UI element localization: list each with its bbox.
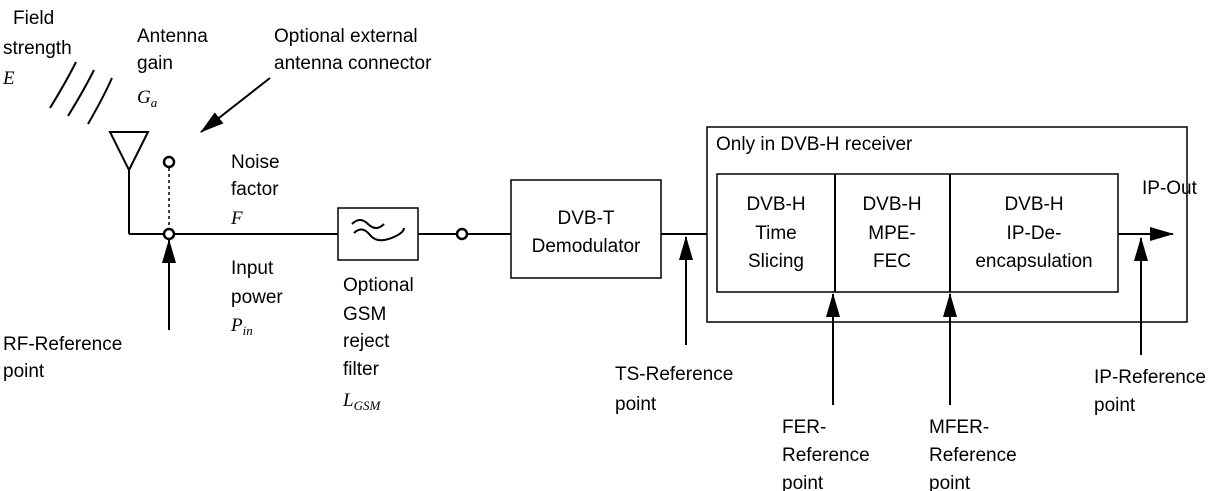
external-connector-label-line1: Optional external (274, 26, 418, 47)
fer-reference-label-line1: FER- (782, 417, 826, 438)
fer-reference-label-line2: Reference (782, 445, 870, 466)
ip-decapsulation-block: DVB-H IP-De- encapsulation (975, 194, 1092, 272)
decapsulation-label-line3: encapsulation (975, 251, 1092, 272)
demodulator-label-line2: Demodulator (532, 236, 641, 257)
gsm-filter-label-line3: reject (343, 331, 390, 352)
time-slicing-label-line2: Time (755, 223, 797, 244)
time-slicing-label-line3: Slicing (748, 251, 804, 272)
demodulator-label-line1: DVB-T (558, 208, 615, 229)
time-slicing-label-line1: DVB-H (746, 194, 805, 215)
ip-out-label: IP-Out (1142, 178, 1198, 199)
mpe-fec-label-line1: DVB-H (862, 194, 921, 215)
external-connector-icon (162, 155, 176, 228)
mpe-fec-label-line3: FEC (873, 251, 911, 272)
gsm-filter-block (337, 207, 419, 261)
decapsulation-label-line2: IP-De- (1007, 223, 1062, 244)
time-slicing-block: DVB-H Time Slicing (746, 194, 805, 272)
ts-reference-label-line1: TS-Reference (615, 364, 733, 385)
field-strength-label-line2: strength (3, 38, 72, 59)
fer-reference-label-line3: point (782, 473, 824, 491)
external-connector-label-line2: antenna connector (274, 53, 432, 74)
antenna-gain-symbol: Ga (137, 87, 158, 110)
mfer-reference-label-line2: Reference (929, 445, 1017, 466)
rf-reference-label-line2: point (3, 361, 45, 382)
ip-reference-label-line1: IP-Reference (1094, 367, 1206, 388)
filter-output-node-icon (455, 227, 469, 241)
mfer-reference-label-line1: MFER- (929, 417, 989, 438)
decapsulation-label-line1: DVB-H (1004, 194, 1063, 215)
antenna-gain-label-line1: Antenna (137, 26, 208, 47)
dvbh-receiver-title: Only in DVB-H receiver (716, 134, 913, 155)
input-power-label-line1: Input (231, 258, 274, 279)
gsm-filter-symbol: LGSM (342, 390, 381, 413)
radio-waves-icon (49, 61, 113, 125)
input-power-label-line2: power (231, 287, 283, 308)
input-power-symbol: Pin (230, 315, 253, 338)
field-strength-symbol: E (2, 68, 15, 89)
rf-reference-label-line1: RF-Reference (3, 334, 122, 355)
antenna-gain-label-line2: gain (137, 53, 173, 74)
noise-factor-label-line2: factor (231, 179, 279, 200)
antenna-icon (108, 131, 163, 235)
filter-icon (351, 219, 405, 242)
mfer-reference-label-line3: point (929, 473, 971, 491)
ts-reference-label-line2: point (615, 394, 657, 415)
noise-factor-label-line1: Noise (231, 152, 280, 173)
rf-input-node-icon (162, 227, 176, 241)
dvbt-demodulator-block (510, 179, 662, 279)
mpe-fec-block: DVB-H MPE- FEC (862, 194, 921, 272)
mpe-fec-label-line2: MPE- (868, 223, 916, 244)
gsm-filter-label-line2: GSM (343, 304, 386, 325)
gsm-filter-label-line4: filter (343, 359, 380, 380)
ip-reference-label-line2: point (1094, 395, 1136, 416)
field-strength-label-line1: Field (13, 8, 54, 29)
gsm-filter-label-line1: Optional (343, 275, 414, 296)
noise-factor-symbol: F (230, 208, 243, 229)
external-connector-pointer-arrow (200, 77, 271, 133)
